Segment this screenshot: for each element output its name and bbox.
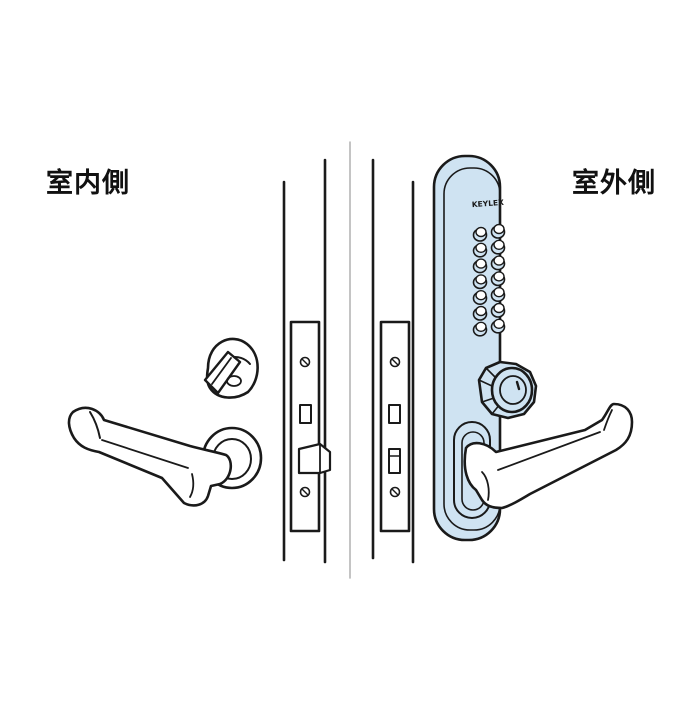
key-slot <box>515 380 521 391</box>
keypad-button[interactable] <box>490 302 506 318</box>
keypad-button[interactable] <box>490 223 506 239</box>
keypad-button[interactable] <box>472 305 488 321</box>
keypad-button[interactable] <box>472 226 488 242</box>
keypad-button[interactable] <box>472 290 488 306</box>
outdoor-faceplate <box>379 320 411 533</box>
brand-logo: KEYLEX <box>472 198 505 209</box>
keypad-button[interactable] <box>490 271 506 287</box>
keypad-button[interactable] <box>490 287 506 303</box>
keypad-button[interactable] <box>472 258 488 274</box>
keypad <box>472 223 506 337</box>
indoor-faceplate <box>289 320 332 533</box>
keypad-button[interactable] <box>472 274 488 290</box>
thumb-turn-knob[interactable] <box>203 337 259 399</box>
keypad-button[interactable] <box>490 239 506 255</box>
outdoor-round-knob[interactable] <box>477 360 538 420</box>
keypad-button[interactable] <box>472 321 488 337</box>
keypad-button[interactable] <box>490 255 506 271</box>
keypad-button[interactable] <box>472 242 488 258</box>
indoor-side-label: 室内側 <box>46 168 130 199</box>
outdoor-side-label: 室外側 <box>572 168 656 199</box>
outdoor-lever-handle[interactable] <box>463 402 634 510</box>
indoor-lever-handle[interactable] <box>67 406 263 507</box>
keypad-button[interactable] <box>490 318 506 334</box>
